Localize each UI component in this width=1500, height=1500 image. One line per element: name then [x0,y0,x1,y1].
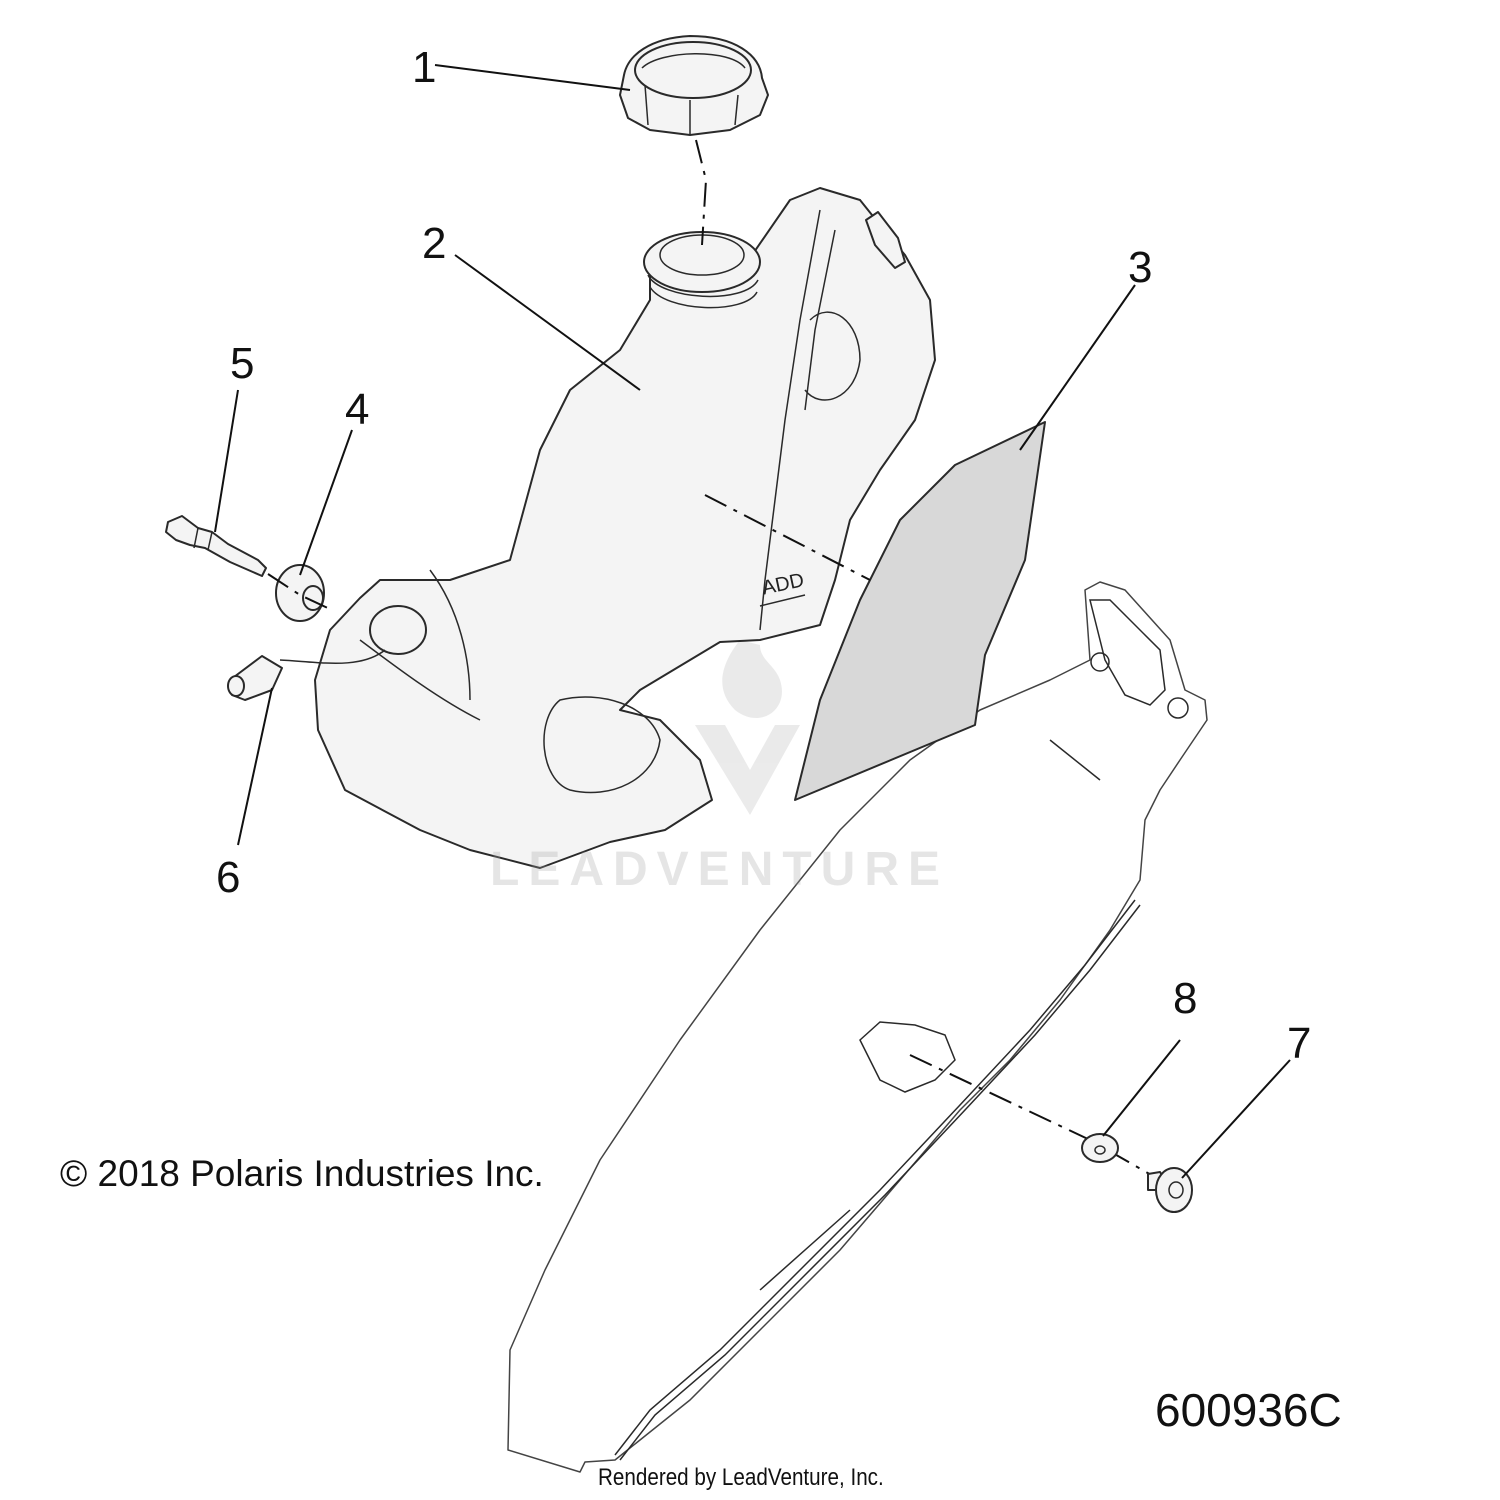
centerline-fitting [267,573,333,611]
leader-3 [1019,284,1136,451]
centerline-pad [704,494,871,581]
leader-7 [1181,1059,1291,1179]
watermark-text: LEADVENTURE [490,843,950,896]
leader-6 [237,687,273,846]
callout-1: 1 [412,43,436,92]
watermark-logo [695,640,800,815]
centerline-cap [695,139,708,246]
leader-2 [454,254,641,391]
copyright-text: © 2018 Polaris Industries Inc. [60,1153,544,1194]
callout-6: 6 [216,853,240,902]
leader-1 [434,64,631,91]
callout-8: 8 [1173,974,1197,1023]
diagram-part-number: 600936C [1155,1384,1342,1436]
grommet [275,564,325,622]
reservoir-cap [619,35,769,136]
reservoir-tank: ADD [314,187,936,869]
washer [1081,1133,1119,1163]
callout-3: 3 [1128,243,1152,292]
screw [1147,1167,1193,1213]
fitting [165,515,267,577]
callout-4: 4 [345,385,369,434]
leader-8 [1102,1039,1181,1137]
pad-decal [794,421,1046,801]
leader-5 [214,389,239,533]
callout-7: 7 [1287,1019,1311,1068]
leader-4 [299,429,353,576]
side-panel [507,581,1208,1473]
callout-5: 5 [230,339,254,388]
rendered-by-text: Rendered by LeadVenture, Inc. [598,1464,884,1491]
callout-2: 2 [422,219,446,268]
